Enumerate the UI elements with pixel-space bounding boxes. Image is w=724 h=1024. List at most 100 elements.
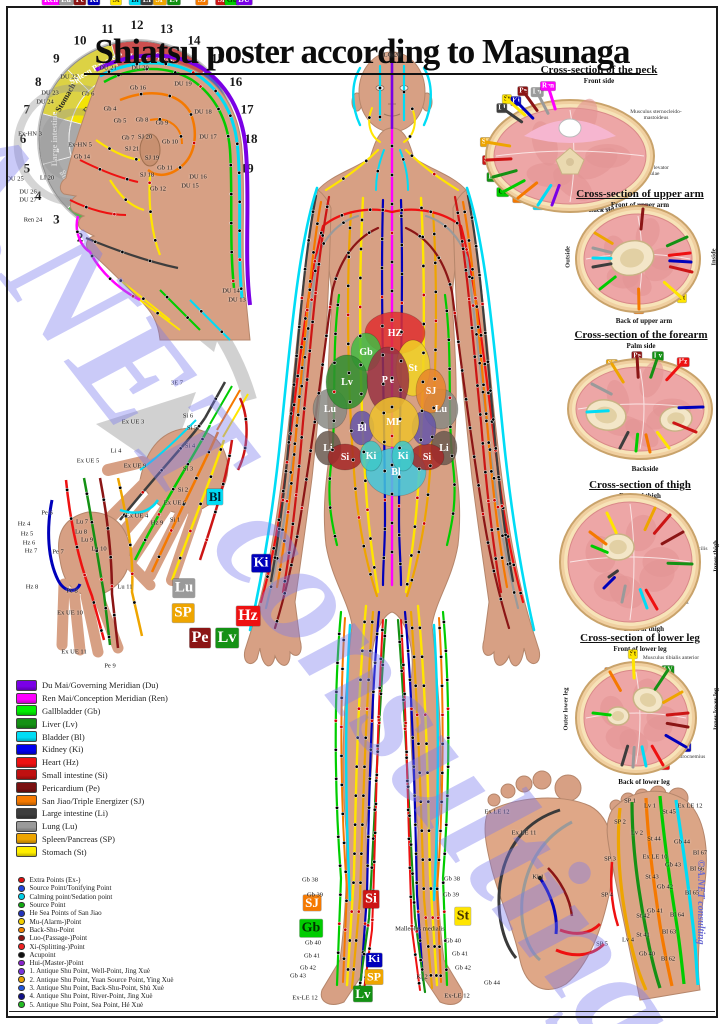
legend-label: Du Mai/Governing Meridian (Du) <box>42 680 159 691</box>
legend-label: Stomach (St) <box>42 846 87 857</box>
svg-text:Ki: Ki <box>366 451 377 462</box>
point-legend-label: 4. Antique Shu Point, River-Point, Jìng … <box>29 992 153 1001</box>
legend-label: Liver (Lv) <box>42 718 78 729</box>
point-legend-item: Xi-(Splitting-)Point <box>16 942 173 951</box>
legend-label: Ren Mai/Conception Meridian (Ren) <box>42 693 168 704</box>
legend-item: Lung (Lu) <box>16 820 168 833</box>
point-legend-dot <box>18 934 25 942</box>
svg-text:SJ: SJ <box>426 386 437 397</box>
svg-text:Li: Li <box>439 443 449 454</box>
point-legend-dot <box>18 893 25 900</box>
cross-section-bottom-label: Back of lower leg <box>618 778 670 786</box>
legend-swatch <box>16 782 37 794</box>
point-legend-label: 2. Antique Shu Point, Yuan Source Point,… <box>29 975 174 984</box>
point-legend-label: Luo-(Passage-)Point <box>29 934 88 943</box>
svg-text:13: 13 <box>160 21 174 36</box>
legend-item: Liver (Lv) <box>16 717 168 730</box>
point-legend-dot <box>18 976 25 983</box>
svg-text:Large intestine: Large intestine <box>49 112 59 167</box>
point-legend-label: Xi-(Splitting-)Point <box>29 942 85 951</box>
svg-text:HZ: HZ <box>388 328 403 339</box>
cross-section-thigh: Cross-section of thighFront of thighBack… <box>556 477 724 635</box>
svg-text:Lv: Lv <box>341 377 353 388</box>
point-legend-label: Calming point/Sedation point <box>29 892 113 901</box>
svg-text:15: 15 <box>211 50 225 65</box>
credit-text: © A.NET consulting <box>695 860 706 945</box>
legend-item: Stomach (St) <box>16 845 168 858</box>
point-legend-label: Hui-(Master-)Point <box>29 959 84 968</box>
svg-text:10: 10 <box>74 32 87 47</box>
svg-text:Gb: Gb <box>359 347 373 358</box>
point-legend-label: Extra Points (Ex-) <box>29 876 81 885</box>
cross-section-top-label: Front side <box>583 77 615 85</box>
legend-item: Heart (Hz) <box>16 756 168 769</box>
legend-item: Kidney (Ki) <box>16 743 168 756</box>
point-legend-item: Source Point/Tonifying Point <box>16 884 173 892</box>
cross-section-bottom-label: Back side <box>588 206 618 214</box>
legend-item: Ren Mai/Conception Meridian (Ren) <box>16 692 168 705</box>
point-legend-label: 5. Antique Shu Point, Sea Point, Hé Xuè <box>29 1000 144 1009</box>
legend-swatch <box>16 795 37 807</box>
cross-section-top-label: Front of lower leg <box>613 645 667 653</box>
legend-label: Gallbladder (Gb) <box>42 705 101 716</box>
legend-item: Pericardium (Pe) <box>16 781 168 794</box>
acupoint-dots <box>65 61 699 986</box>
point-legend-label: Source Point <box>29 901 66 910</box>
point-legend-dot <box>18 993 25 1000</box>
point-legend-label: 1. Antique Shu Point, Well-Point, Jing X… <box>29 967 150 976</box>
svg-text:Bl: Bl <box>391 467 401 478</box>
point-legend-dot <box>18 1001 25 1008</box>
svg-text:9: 9 <box>53 50 60 65</box>
point-legend-item: 4. Antique Shu Point, River-Point, Jìng … <box>16 992 173 1000</box>
svg-text:7: 7 <box>24 101 31 116</box>
legend-label: Small intestine (Si) <box>42 769 108 780</box>
point-legend-dot <box>18 943 25 950</box>
legend-item: Spleen/Pancreas (SP) <box>16 833 168 846</box>
cross-section-graphic <box>567 354 713 460</box>
point-legend-dot <box>18 910 25 917</box>
legend-label: Large intestine (Li) <box>42 808 108 819</box>
point-legend-label: 3. Antique Shu Point, Back-Shu-Point, Sh… <box>29 984 164 992</box>
point-legend-item: 1. Antique Shu Point, Well-Point, Jing X… <box>16 967 173 975</box>
legend-swatch <box>16 846 37 858</box>
cross-section-title: Cross-section of lower leg <box>580 632 700 644</box>
point-legend-item: He Sea Points of San Jiao <box>16 909 173 917</box>
svg-text:St: St <box>409 363 419 374</box>
legend-item: Du Mai/Governing Meridian (Du) <box>16 679 168 692</box>
point-legend-item: Calming point/Sedation point <box>16 893 173 901</box>
svg-text:18: 18 <box>245 131 259 146</box>
cross-section-graphic <box>575 205 701 313</box>
svg-text:6: 6 <box>20 131 27 146</box>
legend-label: Bladder (Bl) <box>42 731 85 742</box>
cross-section-graphic <box>575 652 697 775</box>
svg-text:8: 8 <box>35 74 42 89</box>
point-legend-dot <box>18 926 25 934</box>
cross-section-title: Cross-section of the forearm <box>574 329 708 341</box>
legend-swatch <box>16 718 37 730</box>
svg-text:Si: Si <box>341 452 350 463</box>
cross-section-title: Cross-section of upper arm <box>576 188 704 200</box>
hand-palm-diagram <box>47 477 160 658</box>
legend-swatch <box>16 679 37 691</box>
svg-text:16: 16 <box>229 74 243 89</box>
point-legend-item: Extra Points (Ex-) <box>16 876 173 884</box>
svg-text:5: 5 <box>24 161 31 176</box>
legend-label: San Jiao/Triple Energizer (SJ) <box>42 795 145 806</box>
foot-sole-diagram <box>484 770 614 990</box>
point-legend-item: Back-Shu-Point <box>16 926 173 934</box>
point-legend-dot <box>18 918 25 925</box>
point-legend-dot <box>18 885 25 892</box>
legend-swatch <box>16 807 37 819</box>
point-legend-label: Mu-(Alarm-)Point <box>29 917 82 926</box>
legend-item: Gallbladder (Gb) <box>16 705 168 718</box>
point-legend-item: Luo-(Passage-)Point <box>16 934 173 942</box>
svg-text:Si: Si <box>423 452 432 463</box>
bottom-rule <box>9 1011 715 1012</box>
cross-section-bottom-label: Back of upper arm <box>615 317 673 325</box>
svg-text:Lu: Lu <box>324 404 337 415</box>
point-legend-item: Acupoint <box>16 951 173 959</box>
